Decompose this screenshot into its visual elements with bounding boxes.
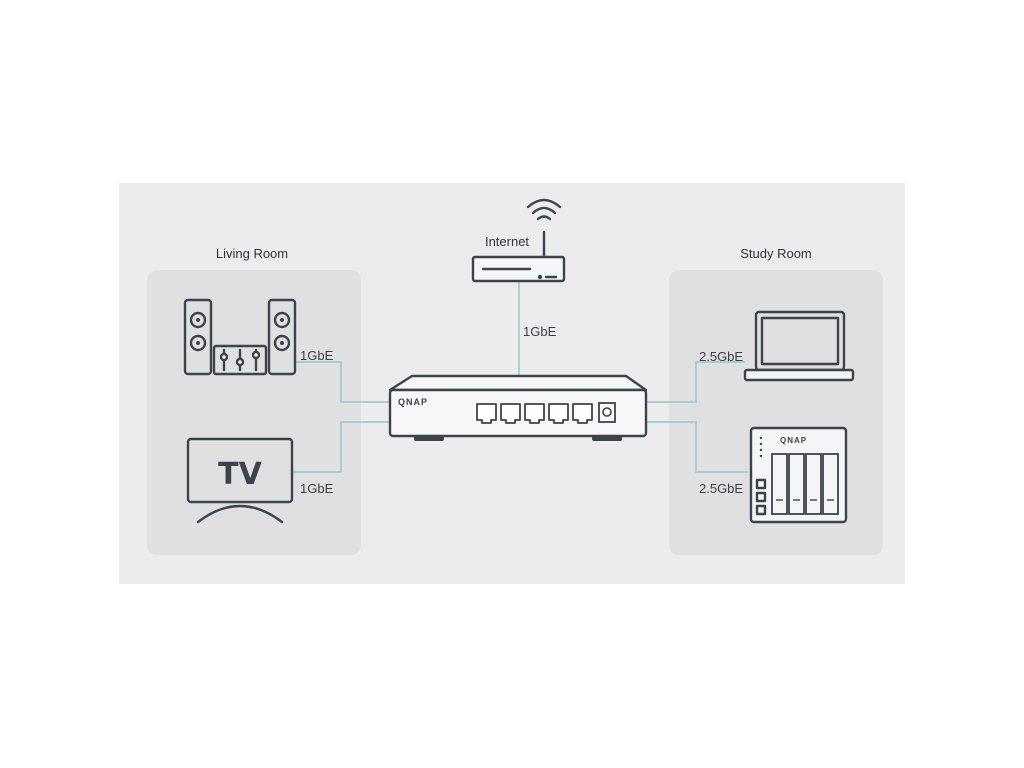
link-speed-router: 1GbE bbox=[523, 324, 557, 339]
link-speed-tv: 1GbE bbox=[300, 481, 334, 496]
cable-nas-switch bbox=[646, 421, 748, 473]
switch-port bbox=[548, 403, 569, 424]
cable-tv-switch bbox=[292, 421, 390, 473]
stereo-system-icon bbox=[183, 298, 297, 376]
link-speed-stereo: 1GbE bbox=[300, 348, 334, 363]
nas-bay-group bbox=[771, 453, 839, 515]
switch-port-group bbox=[476, 403, 593, 424]
living-room-title: Living Room bbox=[216, 246, 288, 261]
tv-icon: TV bbox=[186, 437, 294, 524]
wifi-router-icon bbox=[471, 198, 566, 283]
wifi-signal-icon bbox=[526, 198, 562, 221]
nas-icon: QNAP bbox=[749, 426, 848, 524]
nas-drive-bay bbox=[805, 453, 822, 515]
study-room-title: Study Room bbox=[740, 246, 812, 261]
nas-drive-bay bbox=[822, 453, 839, 515]
switch-port bbox=[572, 403, 593, 424]
living-room-box bbox=[147, 270, 361, 555]
cable-laptop-switch bbox=[646, 361, 745, 403]
nas-drive-bay bbox=[788, 453, 805, 515]
tv-screen-text: TV bbox=[218, 457, 262, 492]
switch-port bbox=[524, 403, 545, 424]
switch-port bbox=[500, 403, 521, 424]
switch-port bbox=[476, 403, 497, 424]
cables bbox=[292, 282, 748, 473]
internet-label: Internet bbox=[485, 234, 529, 249]
network-switch-icon: QNAP bbox=[388, 374, 648, 441]
nas-brand-logo: QNAP bbox=[780, 436, 807, 445]
switch-brand-logo: QNAP bbox=[398, 397, 428, 407]
switch-power-port bbox=[598, 402, 616, 423]
cable-stereo-switch bbox=[296, 361, 390, 403]
link-speed-nas: 2.5GbE bbox=[699, 481, 743, 496]
laptop-icon bbox=[743, 310, 855, 382]
link-speed-laptop: 2.5GbE bbox=[699, 349, 743, 364]
nas-drive-bay bbox=[771, 453, 788, 515]
